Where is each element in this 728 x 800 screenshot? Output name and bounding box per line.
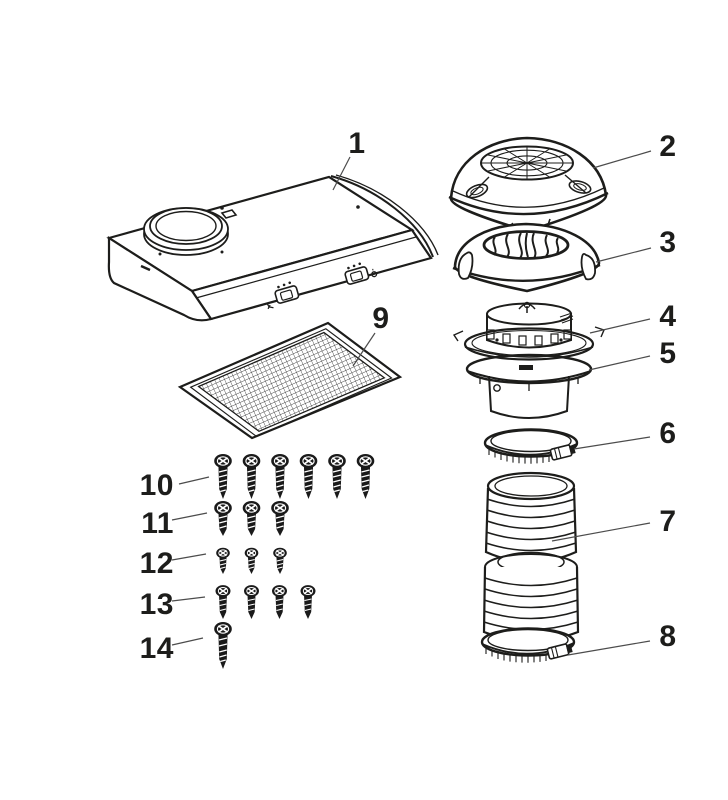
light-switch bbox=[344, 262, 378, 285]
callout-label-5: 5 bbox=[659, 337, 676, 370]
callout-label-9: 9 bbox=[372, 302, 389, 335]
screw-row-11 bbox=[213, 500, 290, 537]
cap-grille bbox=[480, 145, 574, 181]
callout-label-4: 4 bbox=[659, 300, 676, 333]
cap-side-vent-left bbox=[465, 183, 489, 199]
dome-opening bbox=[482, 230, 570, 260]
callout-label-7: 7 bbox=[659, 505, 676, 538]
callout-label-3: 3 bbox=[659, 226, 676, 259]
callout-label-13: 13 bbox=[140, 588, 174, 621]
callout-label-2: 2 bbox=[659, 130, 676, 163]
lamp-icon bbox=[371, 268, 378, 278]
wing-screw bbox=[518, 301, 536, 313]
callout-label-14: 14 bbox=[140, 632, 174, 665]
part-7-flexible-duct bbox=[482, 471, 580, 643]
callout-label-10: 10 bbox=[140, 469, 174, 502]
screw-row-14 bbox=[213, 621, 233, 670]
callout-label-8: 8 bbox=[659, 620, 676, 653]
callout-label-6: 6 bbox=[659, 417, 676, 450]
fan-icon bbox=[266, 303, 274, 310]
dome-ear-right bbox=[580, 252, 596, 281]
part-6-hose-clamp-upper bbox=[483, 428, 579, 465]
callout-labels: 1 2 3 4 5 6 7 8 9 10 11 12 13 14 bbox=[140, 127, 676, 665]
duct-collar bbox=[143, 207, 238, 256]
part-9-grease-filter bbox=[177, 321, 403, 440]
dome-ear-left bbox=[457, 251, 474, 280]
fan-switch bbox=[266, 281, 300, 310]
screw-row-13 bbox=[214, 584, 317, 620]
callout-label-12: 12 bbox=[140, 547, 174, 580]
duct-outlet-collar bbox=[488, 375, 570, 419]
screw-row-10 bbox=[213, 453, 376, 500]
screw-row-12 bbox=[215, 547, 288, 575]
part-4-vent-fan-unit bbox=[452, 301, 605, 419]
part-1-range-hood-body bbox=[106, 174, 439, 322]
leader-lines bbox=[171, 150, 652, 656]
callout-label-11: 11 bbox=[141, 507, 174, 540]
cap-side-vent-right bbox=[568, 180, 592, 194]
part-8-hose-clamp-lower bbox=[480, 627, 576, 664]
part-2-vent-cap-grille bbox=[448, 136, 609, 233]
part-3-vent-dome bbox=[452, 222, 601, 293]
callout-label-1: 1 bbox=[348, 127, 365, 160]
